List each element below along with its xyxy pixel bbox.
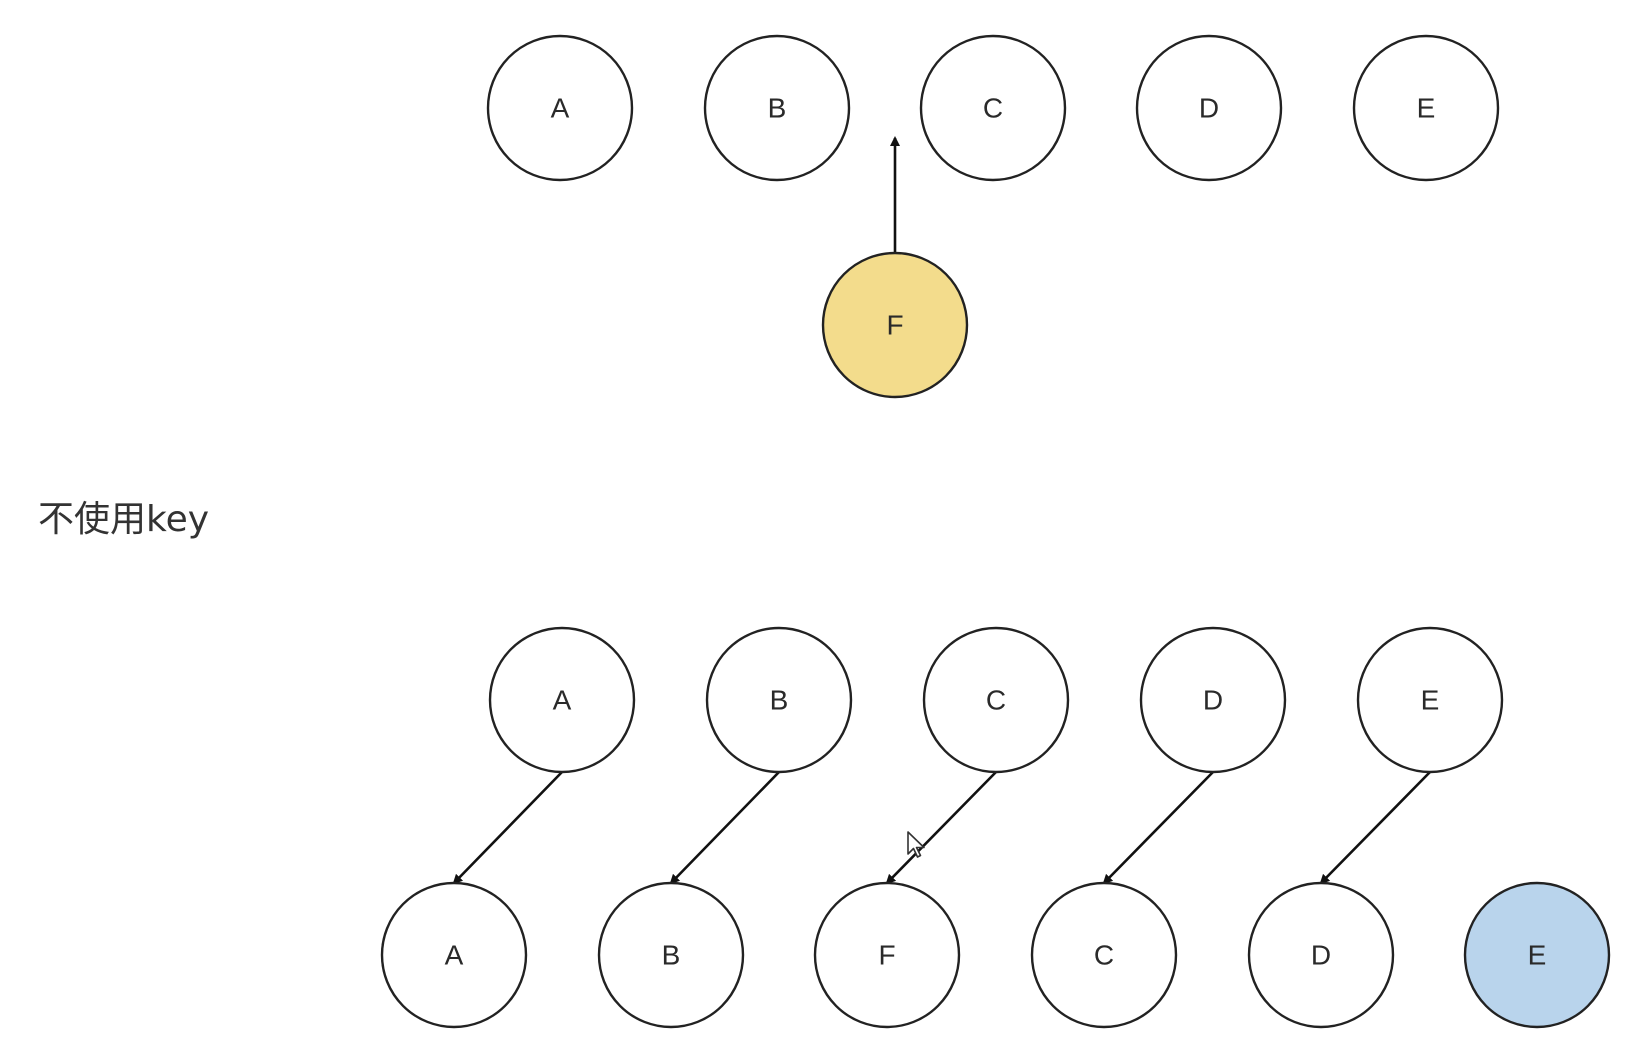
node-circle [1139,626,1287,774]
node-old-e: E [1356,626,1504,774]
node-circle [821,251,969,399]
node-circle [705,626,853,774]
node-label: B [770,685,789,716]
node-label: E [1528,940,1547,971]
mapping-arrow-old-a [452,771,563,885]
mapping-arrow-old-c [885,771,997,885]
node-label: D [1311,940,1331,971]
node-label: A [445,940,464,971]
node-label: B [768,93,787,124]
node-circle [813,881,961,1029]
node-circle [597,881,745,1029]
node-circle [1463,881,1611,1029]
node-old-c: C [922,626,1070,774]
node-new-c: C [1030,881,1178,1029]
node-circle [1030,881,1178,1029]
mapping-arrow-old-d [1102,771,1214,885]
node-top-e: E [1352,34,1500,182]
mouse-pointer-icon [907,831,925,858]
node-top-a: A [486,34,634,182]
node-circle [922,626,1070,774]
node-label: E [1421,685,1440,716]
node-top-c: C [919,34,1067,182]
node-label: C [983,93,1003,124]
node-new-a: A [380,881,528,1029]
mapping-arrow-old-e [1319,771,1431,885]
node-new-e: E [1463,881,1611,1029]
node-label: D [1203,685,1223,716]
node-label: A [551,93,570,124]
node-label: C [1094,940,1114,971]
node-circle [486,34,634,182]
node-circle [1135,34,1283,182]
node-label: D [1199,93,1219,124]
node-circle [488,626,636,774]
caption-no-key: 不使用key [38,499,210,540]
node-new-b: B [597,881,745,1029]
node-label: B [662,940,681,971]
node-label: A [553,685,572,716]
node-new-f: F [813,881,961,1029]
node-label: F [886,310,903,341]
mapping-arrow-old-b [669,771,780,885]
node-circle [1352,34,1500,182]
node-new-d: D [1247,881,1395,1029]
node-circle [1356,626,1504,774]
node-old-b: B [705,626,853,774]
node-top-d: D [1135,34,1283,182]
node-circle [919,34,1067,182]
node-old-d: D [1139,626,1287,774]
node-label: C [986,685,1006,716]
node-circle [380,881,528,1029]
node-circle [703,34,851,182]
edges-layer [452,136,1431,885]
node-label: E [1417,93,1436,124]
node-insert-f: F [821,251,969,399]
node-label: F [878,940,895,971]
nodes-layer: A B C D E F A B C D E A B F C D E [380,34,1611,1029]
node-top-b: B [703,34,851,182]
node-old-a: A [488,626,636,774]
node-circle [1247,881,1395,1029]
